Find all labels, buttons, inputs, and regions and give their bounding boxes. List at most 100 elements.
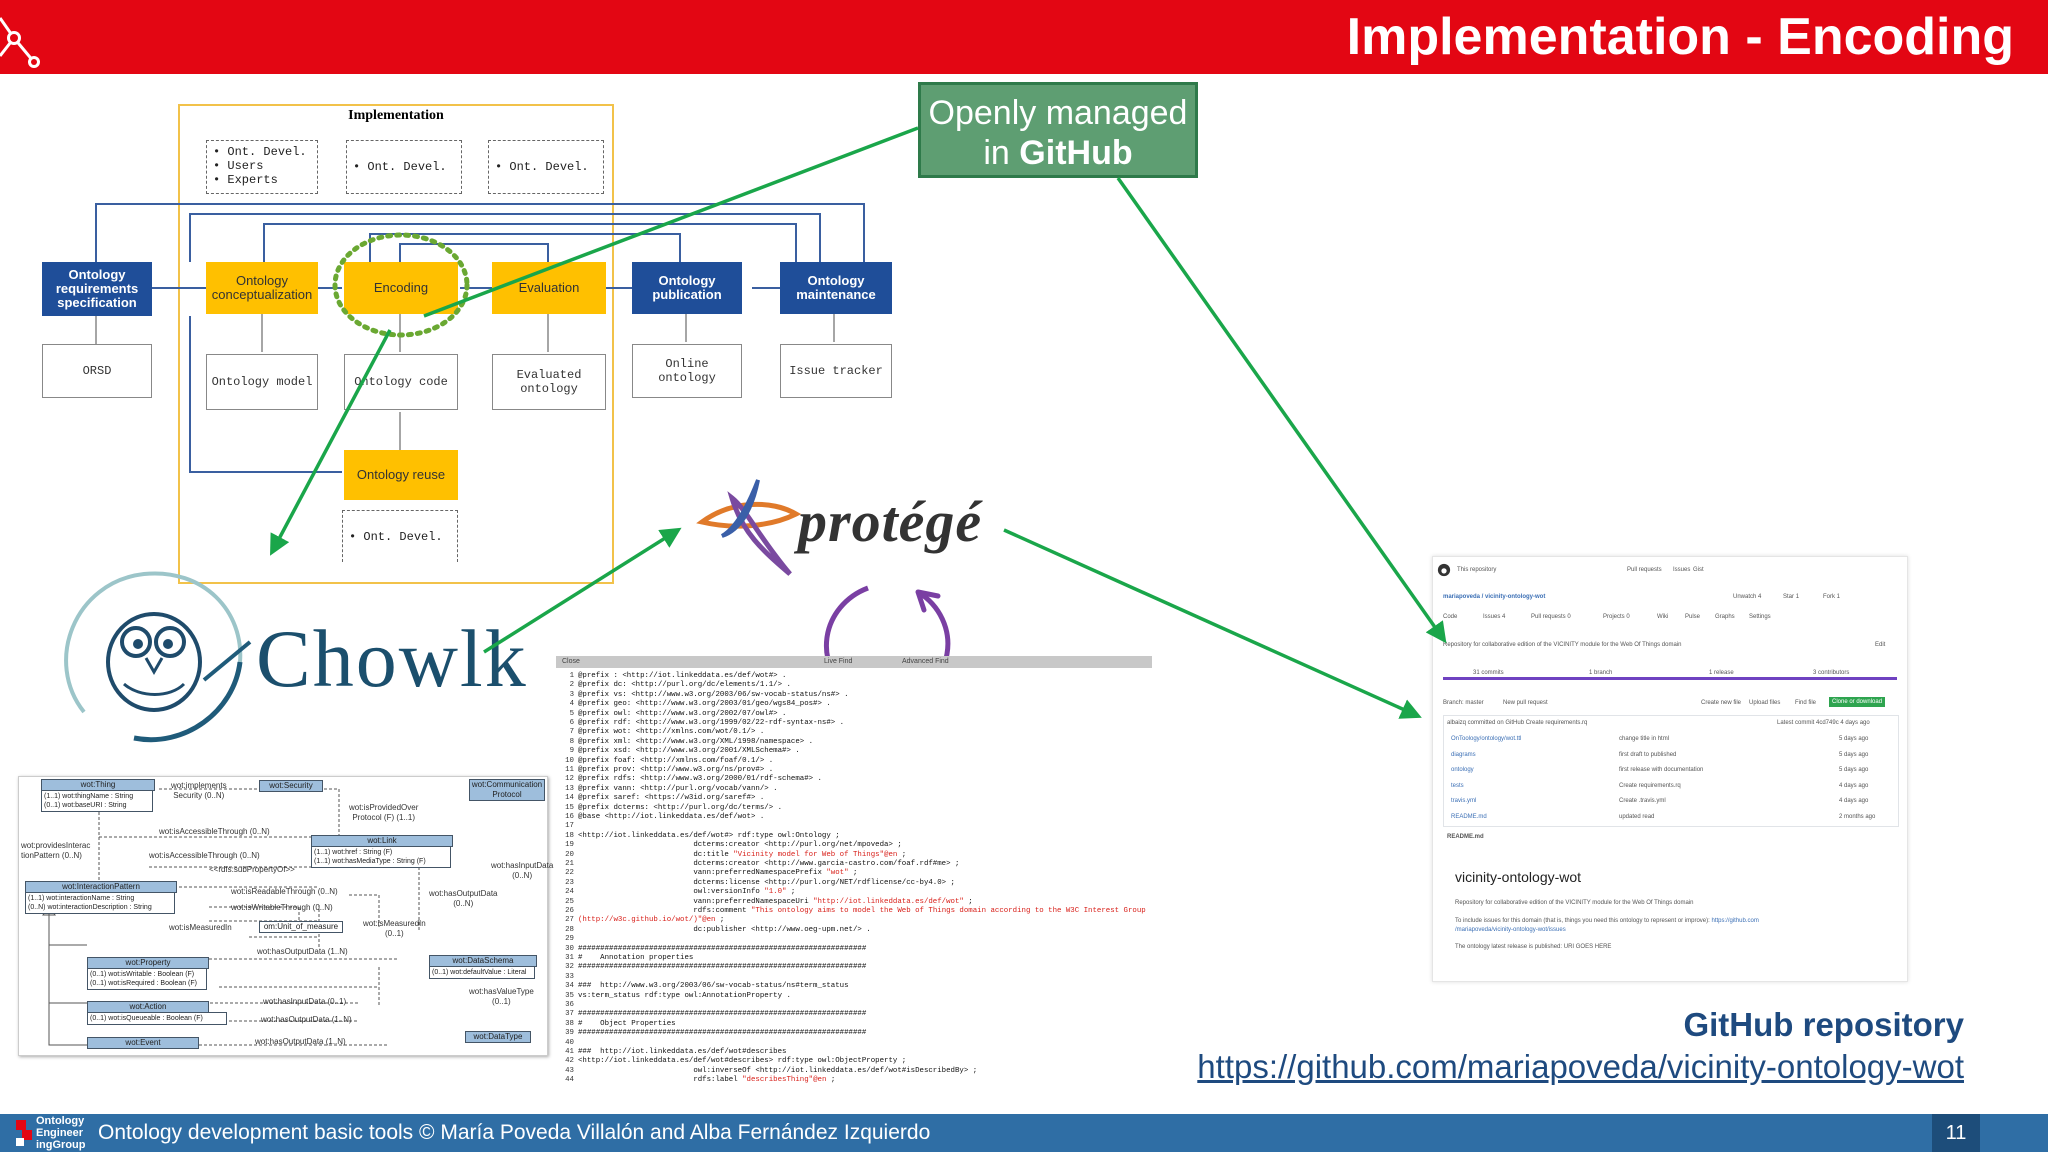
gh-repo-name[interactable]: mariapoveda / vicinity-ontology-wot: [1443, 594, 1546, 600]
gh-branch-select[interactable]: Branch: master: [1443, 700, 1484, 706]
gh-clone-button[interactable]: Clone or download: [1829, 697, 1886, 707]
code-line: 8@prefix xml: <http://www.w3.org/XML/199…: [569, 737, 814, 746]
gh-readme-issues-link[interactable]: https://github.com: [1711, 918, 1759, 924]
gh-tab-issues[interactable]: Issues 4: [1483, 614, 1506, 620]
methodology-connectors: [95, 203, 865, 473]
gh-tab-projects[interactable]: Projects 0: [1603, 614, 1630, 620]
callout-line-2: in GitHub: [983, 134, 1133, 172]
uml-label-has-output-3: wot:hasOutputData (1..N): [261, 1015, 352, 1024]
code-line: 34### http://www.w3.org/2003/06/sw-vocab…: [565, 982, 849, 991]
gh-file-name[interactable]: travis.yml: [1451, 798, 1477, 804]
gh-nav-pulls[interactable]: Pull requests: [1627, 567, 1662, 573]
code-line: 3@prefix vs: <http://www.w3.org/2003/06/…: [569, 690, 849, 699]
gh-file-commit-msg[interactable]: updated read: [1619, 813, 1655, 820]
editor-toolbar: Close Live Find Advanced Find: [556, 656, 1152, 668]
dev-box-2: • Ont. Devel.: [346, 140, 462, 194]
code-line: 29: [565, 935, 574, 944]
gh-new-pr-button[interactable]: New pull request: [1503, 700, 1548, 706]
uml-class-event: wot:Event: [87, 1037, 199, 1049]
github-repository-link[interactable]: https://github.com/mariapoveda/vicinity-…: [1197, 1048, 1964, 1085]
gh-tab-settings[interactable]: Settings: [1749, 614, 1771, 620]
gh-file-commit-msg[interactable]: first draft to published: [1619, 751, 1677, 758]
gh-readme-issues-link-2[interactable]: /mariapoveda/vicinity-ontology-wot/issue…: [1455, 927, 1566, 933]
uml-label-provides: wot:providesInterac tionPattern (0..N): [21, 841, 91, 860]
phase-encoding: Encoding: [344, 262, 458, 314]
gh-search[interactable]: This repository: [1457, 567, 1497, 573]
gh-upload-files[interactable]: Upload files: [1749, 700, 1781, 706]
uml-label-measured-2: wot:isMeasuredIn (0..1): [363, 919, 426, 938]
implementation-title: Implementation: [348, 108, 444, 123]
uml-label-subproperty: <<rdfs:subPropertyOf>>: [209, 865, 295, 874]
github-callout: Openly managed in GitHub: [918, 82, 1198, 178]
gh-star[interactable]: Star 1: [1783, 594, 1800, 600]
code-line: 7@prefix wot: <http://xmlns.com/wot/0.1/…: [569, 728, 765, 737]
gh-nav-gist[interactable]: Gist: [1693, 567, 1704, 573]
gh-stat-release[interactable]: 1 release: [1709, 670, 1734, 676]
gh-stat-commits[interactable]: 31 commits: [1473, 670, 1504, 676]
code-line: 12@prefix rdfs: <http://www.w3.org/2000/…: [565, 775, 822, 784]
gh-file-age: 2 months ago: [1839, 813, 1876, 820]
gh-tab-code[interactable]: Code: [1443, 614, 1458, 620]
phase-evaluation: Evaluation: [492, 262, 606, 314]
gh-file-age: 5 days ago: [1839, 751, 1869, 758]
arrow-chowlk-to-protege: [483, 527, 682, 654]
gh-find-file[interactable]: Find file: [1795, 700, 1817, 706]
gh-file-age: 5 days ago: [1839, 767, 1869, 773]
uml-label-provided-over: wot:isProvidedOver Protocol (F) (1..1): [349, 803, 419, 822]
code-line: 21 dcterms:creator <http://www.garcia-ca…: [565, 860, 960, 868]
gh-file-name[interactable]: OnToology/ontology/wot.ttl: [1451, 736, 1522, 742]
gh-readme-p2: To include issues for this domain (that …: [1455, 918, 1759, 924]
gh-file-name[interactable]: diagrams: [1451, 751, 1476, 758]
code-line: 41### http://iot.linkeddata.es/def/wot#d…: [565, 1048, 787, 1056]
uml-label-has-value: wot:hasValueType (0..1): [469, 987, 534, 1006]
live-find-button[interactable]: Live Find: [824, 658, 853, 665]
uml-label-has-output-1: wot:hasOutputData (0..N): [429, 889, 498, 908]
gh-file-commit-msg[interactable]: Create .travis.yml: [1619, 798, 1666, 804]
gh-edit-button[interactable]: Edit: [1875, 642, 1886, 648]
turtle-code-editor[interactable]: 1@prefix : <http://iot.linkeddata.es/def…: [556, 656, 1152, 1096]
code-line: 23 dcterms:license <http://purl.org/NET/…: [565, 878, 955, 887]
code-line: 11@prefix prov: <http://www.w3.org/ns/pr…: [565, 766, 774, 774]
code-line: 4@prefix geo: <http://www.w3.org/2003/01…: [569, 700, 831, 709]
gh-create-file[interactable]: Create new file: [1701, 700, 1742, 706]
arrow-callout-to-encoding: [423, 126, 919, 318]
code-line: 2@prefix dc: <http://purl.org/dc/element…: [569, 681, 791, 690]
gh-tab-pulls[interactable]: Pull requests 0: [1531, 614, 1571, 620]
uml-label-has-output-4: wot:hasOutputData (1..N): [255, 1037, 346, 1046]
uml-attrs-link: (1..1) wot:href : String (F) (1..1) wot:…: [311, 846, 451, 868]
advanced-find-button[interactable]: Advanced Find: [902, 658, 949, 665]
gh-file-name[interactable]: tests: [1451, 782, 1464, 789]
close-button[interactable]: Close: [562, 658, 580, 665]
uml-class-data-type: wot:DataType: [465, 1031, 531, 1043]
gh-file-name[interactable]: ontology: [1451, 767, 1474, 773]
code-line: 5@prefix owl: <http://www.w3.org/2002/07…: [569, 709, 787, 718]
gh-tab-wiki[interactable]: Wiki: [1657, 614, 1669, 620]
code-line: 15@prefix dcterms: <http://purl.org/dc/t…: [565, 803, 783, 812]
github-repo-screenshot: This repository Pull requests Issues Gis…: [1432, 556, 1908, 982]
gh-stat-branch[interactable]: 1 branch: [1589, 670, 1613, 676]
code-line: 18<http://iot.linkeddata.es/def/wot#> rd…: [565, 831, 840, 840]
callout-github-word: GitHub: [1019, 134, 1133, 172]
gh-nav-issues[interactable]: Issues: [1673, 567, 1691, 573]
gh-tab-pulse[interactable]: Pulse: [1685, 614, 1701, 620]
gh-tab-graphs[interactable]: Graphs: [1715, 614, 1735, 620]
gh-fork[interactable]: Fork 1: [1823, 594, 1841, 600]
code-line: 37######################################…: [565, 1010, 867, 1019]
arrow-protege-to-github: [1003, 528, 1422, 719]
dev-box-users-experts: • Ont. Devel. • Users • Experts: [206, 140, 318, 194]
gh-file-commit-msg[interactable]: Create requirements.rq: [1619, 782, 1681, 789]
phase-conceptualization: Ontology conceptualization: [206, 262, 318, 314]
uml-label-has-input-1: wot:hasInputData (0..N): [491, 861, 554, 880]
uml-attrs-property: (0..1) wot:isWritable : Boolean (F) (0..…: [87, 968, 207, 990]
gh-file-name[interactable]: README.md: [1451, 813, 1487, 820]
gh-unwatch[interactable]: Unwatch 4: [1733, 594, 1762, 600]
gh-readme-header: README.md: [1447, 834, 1484, 840]
uml-label-accessible-2: wot:isAccessibleThrough (0..N): [149, 851, 260, 860]
gh-stat-contributors[interactable]: 3 contributors: [1813, 670, 1850, 676]
dev-box-3: • Ont. Devel.: [488, 140, 604, 194]
uml-class-unit: om:Unit_of_measure: [259, 921, 343, 933]
gh-file-commit-msg[interactable]: change title in html: [1619, 736, 1670, 742]
gh-file-commit-msg[interactable]: first release with documentation: [1619, 767, 1704, 773]
gh-latest-commit: Latest commit 4cd749c 4 days ago: [1777, 720, 1870, 726]
